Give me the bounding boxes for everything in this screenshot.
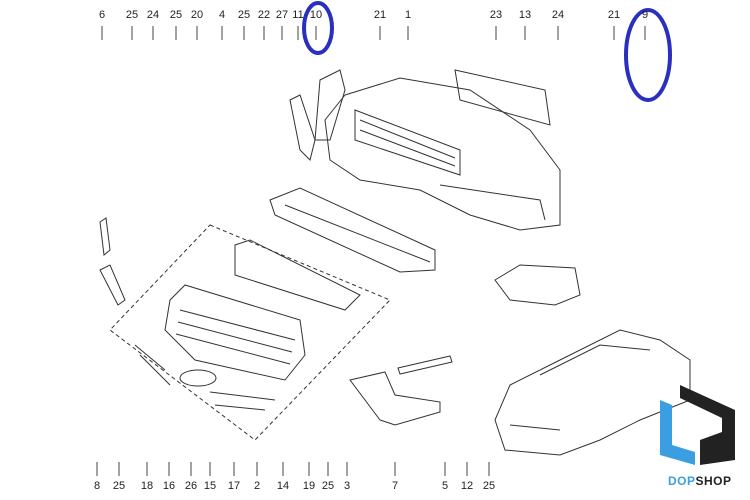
- brand-part-dop: DOP: [668, 474, 696, 488]
- highlight-circle-9: [624, 8, 672, 102]
- logo-blue: [660, 400, 695, 465]
- callout-top-label: 1: [404, 9, 412, 21]
- callout-top-label: 25: [125, 9, 139, 21]
- fog-cover: [494, 264, 581, 306]
- bracket-10: [314, 69, 346, 141]
- trim-8: [99, 264, 126, 306]
- callout-bottom-label: 17: [227, 480, 241, 492]
- callout-bottom-label: 14: [276, 480, 290, 492]
- car-illustration: [494, 329, 691, 456]
- callout-top-label: 10: [309, 9, 323, 21]
- logo-dark: [680, 385, 735, 465]
- callout-bottom-label: 8: [93, 480, 101, 492]
- callout-top-label: 25: [169, 9, 183, 21]
- callout-top-label: 24: [146, 9, 160, 21]
- callout-bottom-label: 16: [162, 480, 176, 492]
- brand-logo-text: DOPSHOP: [668, 474, 732, 488]
- callout-top-label: 23: [489, 9, 503, 21]
- callout-bottom-label: 7: [391, 480, 399, 492]
- callout-top-label: 13: [518, 9, 532, 21]
- bracket-11: [289, 94, 316, 161]
- drl-frame: [349, 371, 441, 426]
- callout-bottom-label: 25: [321, 480, 335, 492]
- callout-bottom-label: 2: [253, 480, 261, 492]
- callout-bottom-label: 19: [302, 480, 316, 492]
- callout-bottom-label: 25: [112, 480, 126, 492]
- kit-outline: [109, 224, 391, 441]
- callout-top-label: 25: [237, 9, 251, 21]
- callout-bottom-label: 25: [482, 480, 496, 492]
- callout-top-label: 11: [292, 9, 304, 21]
- highlight-circle-10: [302, 1, 334, 55]
- trim-6: [99, 217, 111, 256]
- callout-bottom-label: 15: [203, 480, 217, 492]
- lower-grille: [269, 187, 436, 273]
- grille-mesh: [234, 239, 361, 311]
- front-bumper: [324, 77, 561, 231]
- callout-bottom-label: 3: [343, 480, 351, 492]
- callout-bottom-label: 18: [140, 480, 154, 492]
- callout-bottom-label: 26: [184, 480, 198, 492]
- callout-top-label: 6: [98, 9, 106, 21]
- callout-top-label: 9: [641, 9, 649, 21]
- callout-top-label: 4: [218, 9, 226, 21]
- callout-top-label: 21: [607, 9, 621, 21]
- callout-top-label: 22: [257, 9, 271, 21]
- emblem: [179, 369, 217, 387]
- drl-strip: [397, 355, 453, 375]
- brand-part-shop: SHOP: [695, 474, 732, 488]
- callout-top-label: 21: [373, 9, 387, 21]
- radiator-grille: [164, 284, 306, 381]
- callout-top-label: 20: [190, 9, 204, 21]
- absorber: [454, 69, 551, 126]
- callout-top-label: 24: [551, 9, 565, 21]
- callout-bottom-label: 12: [460, 480, 474, 492]
- callout-top-label: 27: [275, 9, 289, 21]
- callout-bottom-label: 5: [441, 480, 449, 492]
